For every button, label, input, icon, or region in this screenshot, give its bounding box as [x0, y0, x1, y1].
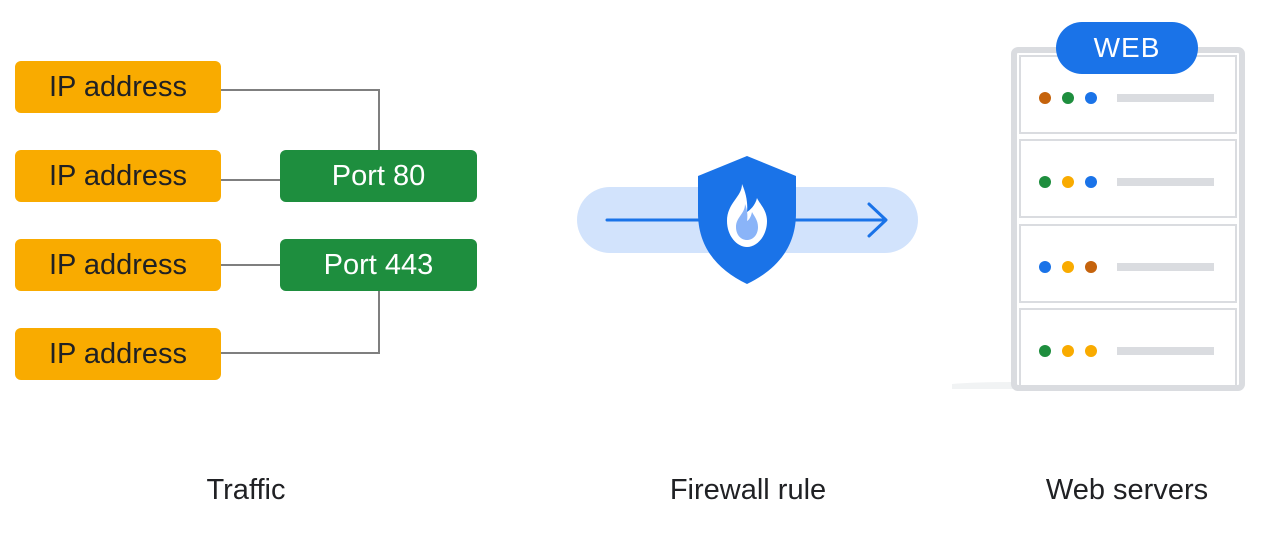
arrow-head-icon [867, 202, 888, 238]
status-dot [1062, 176, 1074, 188]
ip-address-box: IP address [15, 239, 221, 291]
caption-firewall-rule: Firewall rule [669, 474, 827, 506]
server-unit-bar [1117, 263, 1214, 271]
server-units [1019, 55, 1237, 387]
ip-address-box: IP address [15, 150, 221, 202]
status-dot [1039, 261, 1051, 273]
server-unit-bar [1117, 94, 1214, 102]
connector-ip1-port80 [221, 89, 380, 152]
server-shadow [952, 382, 1014, 389]
status-dot [1085, 176, 1097, 188]
ip-address-box: IP address [15, 328, 221, 380]
status-dot [1062, 261, 1074, 273]
status-dot [1085, 92, 1097, 104]
port-80-box: Port 80 [280, 150, 477, 202]
status-dot [1085, 345, 1097, 357]
caption-traffic: Traffic [206, 474, 286, 506]
connector-ip4-port443 [221, 290, 380, 354]
server-unit-bar [1117, 178, 1214, 186]
port-443-box: Port 443 [280, 239, 477, 291]
status-dot [1085, 261, 1097, 273]
shield-flame-icon [698, 156, 796, 284]
caption-web-servers: Web servers [1045, 474, 1209, 506]
ip-address-box: IP address [15, 61, 221, 113]
status-dot [1062, 345, 1074, 357]
status-dot [1039, 176, 1051, 188]
status-dot [1039, 92, 1051, 104]
status-dot [1039, 345, 1051, 357]
server-unit-bar [1117, 347, 1214, 355]
status-dot [1062, 92, 1074, 104]
web-badge: WEB [1056, 22, 1198, 74]
